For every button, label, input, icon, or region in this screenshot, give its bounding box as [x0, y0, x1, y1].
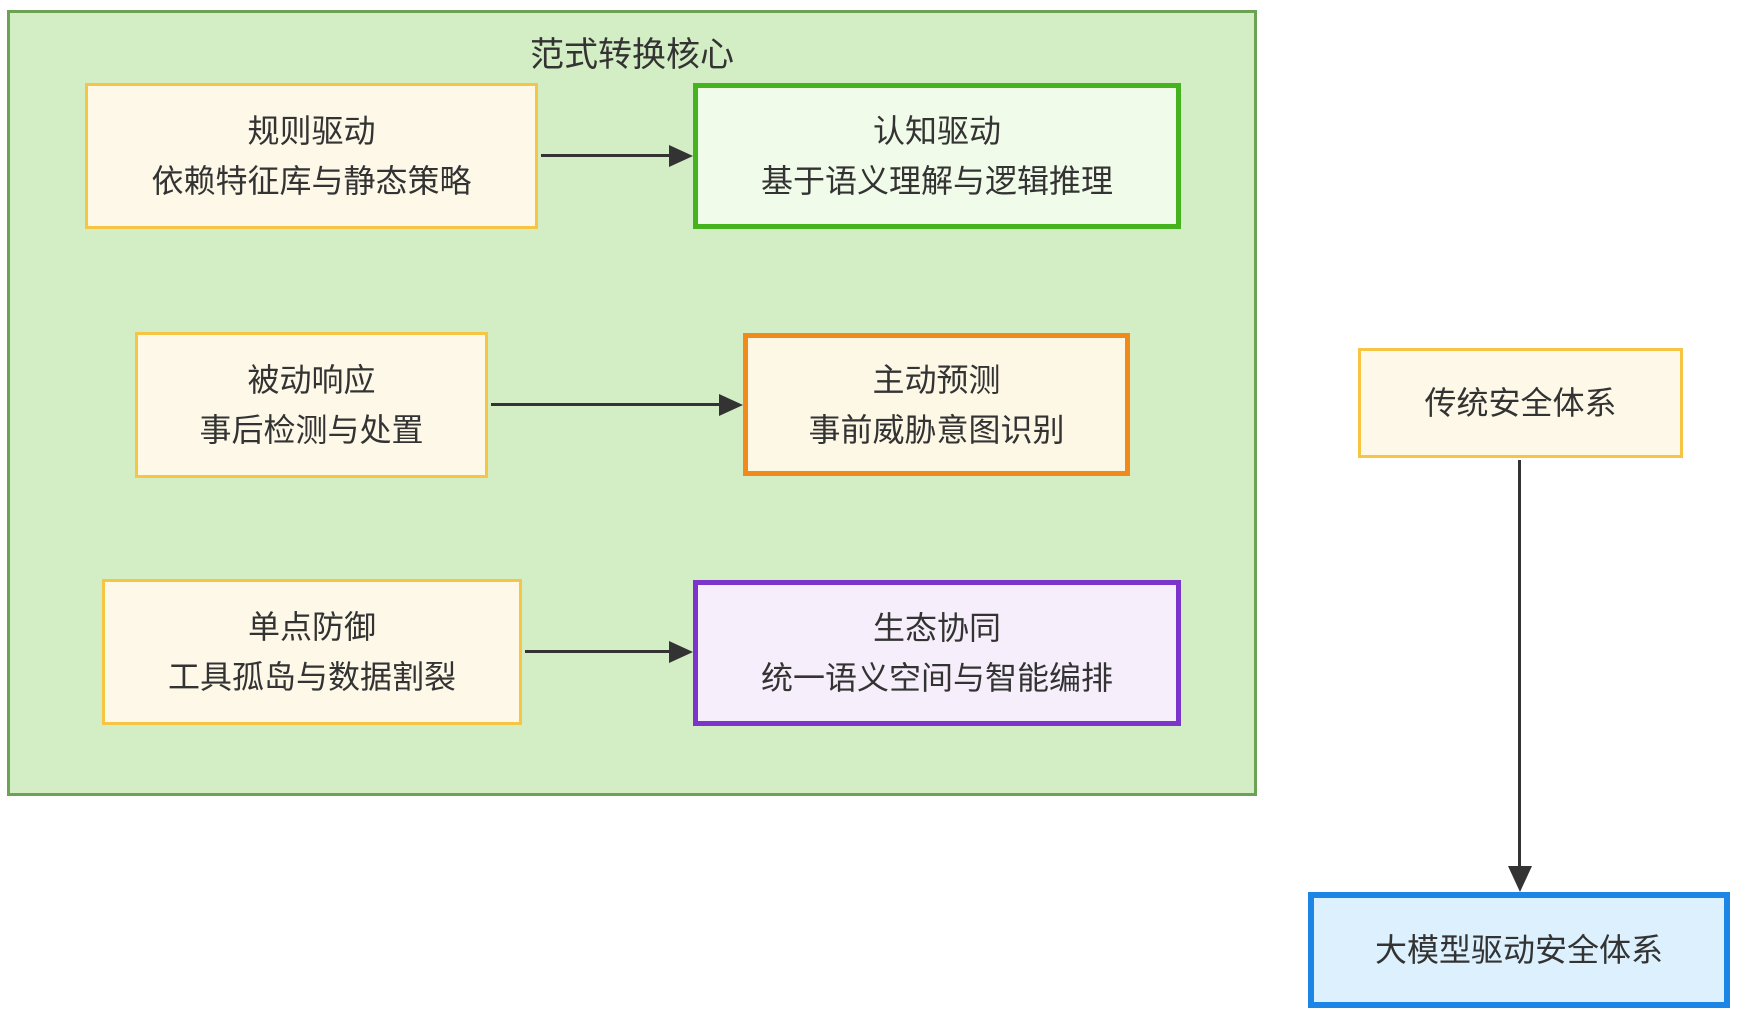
- node-ecosystem-synergy-line2: 统一语义空间与智能编排: [760, 660, 1113, 696]
- arrow-passive-to-proactive-head-icon: [719, 394, 743, 416]
- node-single-point-defense-line2: 工具孤岛与数据割裂: [167, 659, 456, 695]
- arrow-rule-to-cognitive-head-icon: [669, 145, 693, 167]
- node-proactive-prediction-line2: 事前威胁意图识别: [808, 411, 1065, 448]
- node-passive-response: 被动响应 事后检测与处置: [135, 332, 488, 478]
- arrow-rule-to-cognitive-line: [541, 154, 671, 157]
- node-proactive-prediction-line1: 主动预测: [872, 361, 1001, 398]
- arrow-traditional-to-llm-line: [1518, 460, 1521, 868]
- node-cognitive-driven-line1: 认知驱动: [872, 113, 1001, 149]
- node-single-point-defense: 单点防御 工具孤岛与数据割裂: [102, 579, 522, 725]
- node-llm-driven-security-system: 大模型驱动安全体系: [1308, 892, 1730, 1008]
- arrow-single-to-ecosystem-line: [525, 650, 669, 653]
- node-passive-response-line1: 被动响应: [247, 362, 376, 398]
- arrow-single-to-ecosystem-head-icon: [669, 641, 693, 663]
- group-title: 范式转换核心: [530, 36, 734, 74]
- node-single-point-defense-line1: 单点防御: [247, 609, 376, 645]
- arrow-traditional-to-llm-head-icon: [1508, 866, 1532, 892]
- arrow-passive-to-proactive-line: [491, 403, 719, 406]
- node-traditional-security-system-label: 传统安全体系: [1424, 385, 1617, 421]
- node-ecosystem-synergy-line1: 生态协同: [872, 610, 1001, 646]
- node-traditional-security-system: 传统安全体系: [1358, 348, 1683, 458]
- node-proactive-prediction: 主动预测 事前威胁意图识别: [743, 333, 1130, 476]
- node-ecosystem-synergy: 生态协同 统一语义空间与智能编排: [693, 580, 1181, 726]
- node-rule-driven: 规则驱动 依赖特征库与静态策略: [85, 83, 538, 229]
- node-llm-driven-security-system-label: 大模型驱动安全体系: [1374, 932, 1663, 968]
- node-cognitive-driven-line2: 基于语义理解与逻辑推理: [760, 163, 1113, 199]
- node-cognitive-driven: 认知驱动 基于语义理解与逻辑推理: [693, 83, 1181, 229]
- node-rule-driven-line2: 依赖特征库与静态策略: [151, 163, 472, 199]
- node-passive-response-line2: 事后检测与处置: [199, 412, 424, 448]
- node-rule-driven-line1: 规则驱动: [247, 113, 376, 149]
